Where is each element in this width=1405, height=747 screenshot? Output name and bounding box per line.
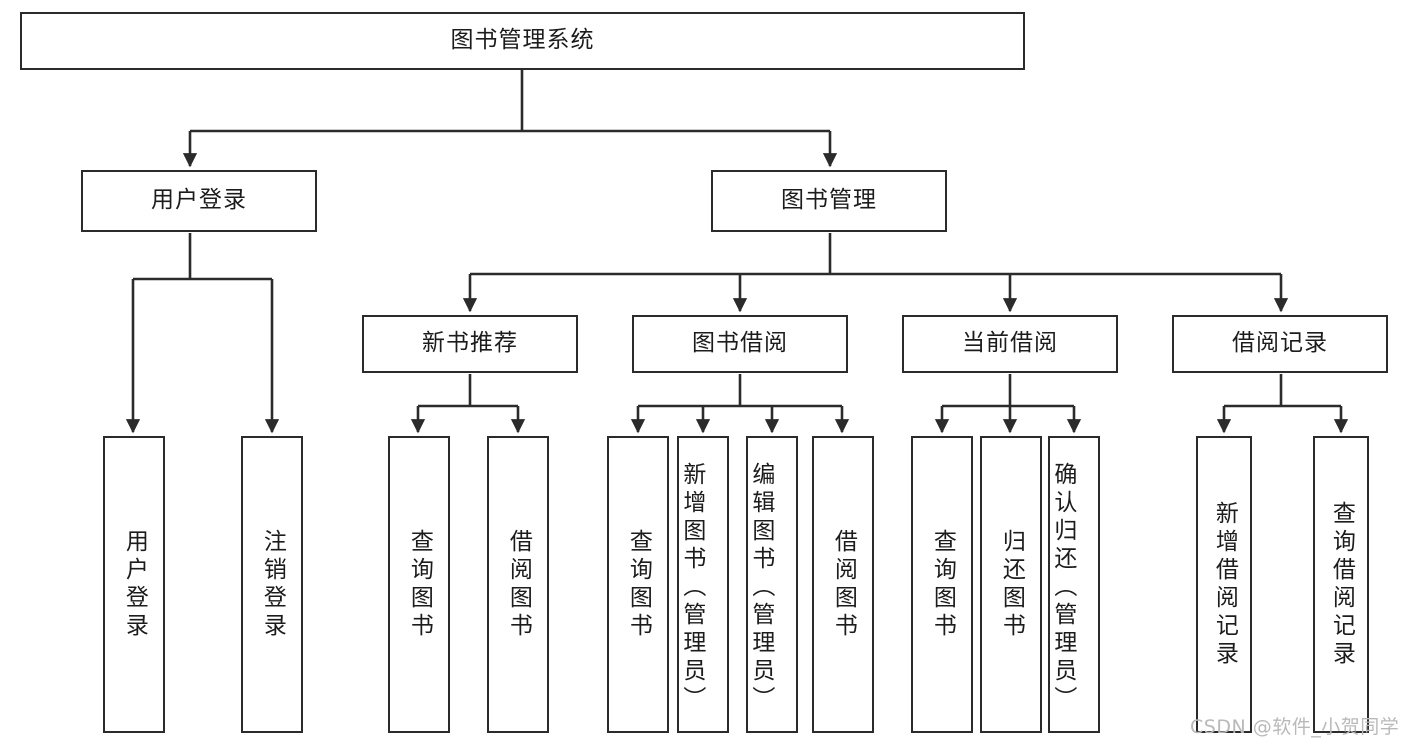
- node-leaf-user-logout[interactable]: 注销登录: [241, 436, 303, 733]
- node-leaf-user-login-label: 用户登录: [121, 528, 148, 641]
- node-leaf-edit-book[interactable]: 编辑图书（管理员）: [746, 436, 798, 733]
- node-leaf-edit-book-label: 编辑图书（管理员）: [747, 461, 774, 714]
- node-leaf-borrow-book-1-label: 借阅图书: [505, 528, 532, 641]
- node-root-label: 图书管理系统: [450, 27, 595, 54]
- node-borrow-record[interactable]: 借阅记录: [1172, 315, 1388, 373]
- node-leaf-user-login[interactable]: 用户登录: [103, 436, 165, 733]
- node-leaf-query-record-label: 查询借阅记录: [1328, 500, 1355, 669]
- node-leaf-user-logout-label: 注销登录: [259, 528, 286, 641]
- node-leaf-add-record-label: 新增借阅记录: [1211, 500, 1238, 669]
- node-book-manage[interactable]: 图书管理: [711, 170, 947, 232]
- node-leaf-return-book[interactable]: 归还图书: [980, 436, 1042, 733]
- node-new-book-recommend-label: 新书推荐: [422, 330, 518, 357]
- node-leaf-borrow-book-1[interactable]: 借阅图书: [487, 436, 549, 733]
- node-leaf-query-book-2[interactable]: 查询图书: [607, 436, 669, 733]
- node-leaf-borrow-book-2-label: 借阅图书: [830, 528, 857, 641]
- csdn-watermark: CSDN @软件_小贺同学: [1190, 716, 1400, 738]
- node-root[interactable]: 图书管理系统: [20, 12, 1025, 70]
- node-leaf-return-book-label: 归还图书: [998, 528, 1025, 641]
- node-user-login-label: 用户登录: [151, 187, 247, 214]
- node-leaf-add-book[interactable]: 新增图书（管理员）: [677, 436, 729, 733]
- node-user-login[interactable]: 用户登录: [81, 170, 317, 232]
- node-book-borrow-label: 图书借阅: [692, 330, 788, 357]
- node-leaf-add-record[interactable]: 新增借阅记录: [1196, 436, 1252, 733]
- node-leaf-add-book-label: 新增图书（管理员）: [678, 461, 705, 714]
- node-leaf-query-book-1[interactable]: 查询图书: [388, 436, 450, 733]
- node-leaf-borrow-book-2[interactable]: 借阅图书: [812, 436, 874, 733]
- node-leaf-confirm-return-label: 确认归还（管理员）: [1049, 461, 1076, 714]
- node-new-book-recommend[interactable]: 新书推荐: [362, 315, 578, 373]
- node-leaf-confirm-return[interactable]: 确认归还（管理员）: [1048, 436, 1100, 733]
- node-leaf-query-book-1-label: 查询图书: [406, 528, 433, 641]
- node-current-borrow-label: 当前借阅: [962, 330, 1058, 357]
- node-leaf-query-book-3[interactable]: 查询图书: [911, 436, 973, 733]
- node-leaf-query-record[interactable]: 查询借阅记录: [1313, 436, 1369, 733]
- node-borrow-record-label: 借阅记录: [1232, 330, 1328, 357]
- node-book-manage-label: 图书管理: [781, 187, 877, 214]
- node-current-borrow[interactable]: 当前借阅: [902, 315, 1118, 373]
- node-book-borrow[interactable]: 图书借阅: [632, 315, 848, 373]
- node-leaf-query-book-3-label: 查询图书: [929, 528, 956, 641]
- node-leaf-query-book-2-label: 查询图书: [625, 528, 652, 641]
